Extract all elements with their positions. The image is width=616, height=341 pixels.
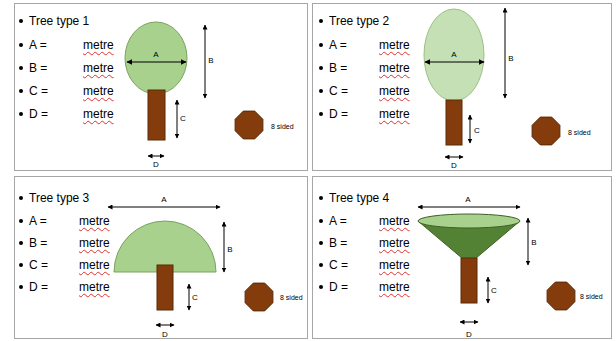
dimension-name: A = xyxy=(29,214,47,228)
tree-panel: Tree type 2 A = metre B = metre C = metre D = me… xyxy=(312,3,612,171)
shape-note: 8 sided xyxy=(280,294,303,302)
unit-text: metre xyxy=(83,107,114,121)
unit-text: metre xyxy=(83,38,114,52)
dimension-name: C = xyxy=(29,84,48,98)
dimension-letter: B xyxy=(208,56,213,65)
dimension-name: D = xyxy=(329,280,348,294)
bullet-dot xyxy=(19,112,23,116)
dimension-letter: A xyxy=(153,50,158,59)
bullet-dot xyxy=(319,241,323,245)
unit-text: metre xyxy=(79,258,110,272)
bullet-dot xyxy=(319,43,323,47)
dimension-name: D = xyxy=(29,280,48,294)
dimension-name: B = xyxy=(29,61,47,75)
dimension-letter: C xyxy=(180,114,186,123)
unit-text: metre xyxy=(79,214,110,228)
bullet-dot xyxy=(19,43,23,47)
bullet-dot xyxy=(319,112,323,116)
dimension-name: B = xyxy=(329,61,347,75)
unit-text: metre xyxy=(379,214,410,228)
dimension-letter: A xyxy=(465,195,470,204)
bullet-dot xyxy=(19,89,23,93)
dimension-name: A = xyxy=(29,38,47,52)
bullet-dot xyxy=(19,285,23,289)
dimension-letter: B xyxy=(531,238,536,247)
bullet-dot xyxy=(19,19,23,23)
dimension-letter: B xyxy=(227,245,232,254)
unit-text: metre xyxy=(379,61,410,75)
tree-panel: Tree type 1 A = metre B = metre C = metre D = me… xyxy=(14,3,308,171)
shape-note: 8 sided xyxy=(580,293,603,301)
shape-note: 8 sided xyxy=(271,123,294,131)
unit-text: metre xyxy=(79,280,110,294)
dimension-name: A = xyxy=(329,214,347,228)
bullet-dot xyxy=(319,196,323,200)
bullet-dot xyxy=(19,66,23,70)
panel-title: Tree type 4 xyxy=(329,191,389,205)
dimension-letter: D xyxy=(162,330,168,339)
bullet-dot xyxy=(319,89,323,93)
unit-text: metre xyxy=(83,84,114,98)
bullet-dot xyxy=(319,66,323,70)
unit-text: metre xyxy=(379,280,410,294)
tree-panel: Tree type 3 A = metre B = metre C = metre D = me… xyxy=(14,176,308,339)
unit-text: metre xyxy=(379,84,410,98)
dimension-name: C = xyxy=(329,258,348,272)
bullet-dot xyxy=(319,263,323,267)
bullet-dot xyxy=(19,196,23,200)
panel-title: Tree type 2 xyxy=(329,14,389,28)
bullet-dot xyxy=(19,241,23,245)
dimension-letter: D xyxy=(451,161,457,170)
dimension-name: B = xyxy=(329,236,347,250)
dimension-letter: C xyxy=(192,293,198,302)
tree-panel: Tree type 4 A = metre B = metre C = metre D = me… xyxy=(312,176,612,339)
dimension-name: C = xyxy=(329,84,348,98)
dimension-name: B = xyxy=(29,236,47,250)
dimension-letter: A xyxy=(161,195,166,204)
dimension-name: C = xyxy=(29,258,48,272)
dimension-name: D = xyxy=(329,107,348,121)
dimension-letter: C xyxy=(474,126,480,135)
dimension-letter: B xyxy=(508,54,513,63)
bullet-dot xyxy=(319,219,323,223)
unit-text: metre xyxy=(83,61,114,75)
dimension-name: D = xyxy=(29,107,48,121)
panel-title: Tree type 3 xyxy=(29,191,89,205)
panel-title: Tree type 1 xyxy=(29,14,89,28)
unit-text: metre xyxy=(79,236,110,250)
bullet-dot xyxy=(19,263,23,267)
unit-text: metre xyxy=(379,258,410,272)
bullet-dot xyxy=(319,285,323,289)
unit-text: metre xyxy=(379,107,410,121)
dimension-name: A = xyxy=(329,38,347,52)
dimension-letter: C xyxy=(491,286,497,295)
dimension-letter: A xyxy=(451,50,456,59)
shape-note: 8 sided xyxy=(568,129,591,137)
dimension-letter: D xyxy=(466,330,472,339)
bullet-dot xyxy=(319,19,323,23)
unit-text: metre xyxy=(379,236,410,250)
dimension-letter: D xyxy=(153,160,159,169)
unit-text: metre xyxy=(379,38,410,52)
bullet-dot xyxy=(19,219,23,223)
